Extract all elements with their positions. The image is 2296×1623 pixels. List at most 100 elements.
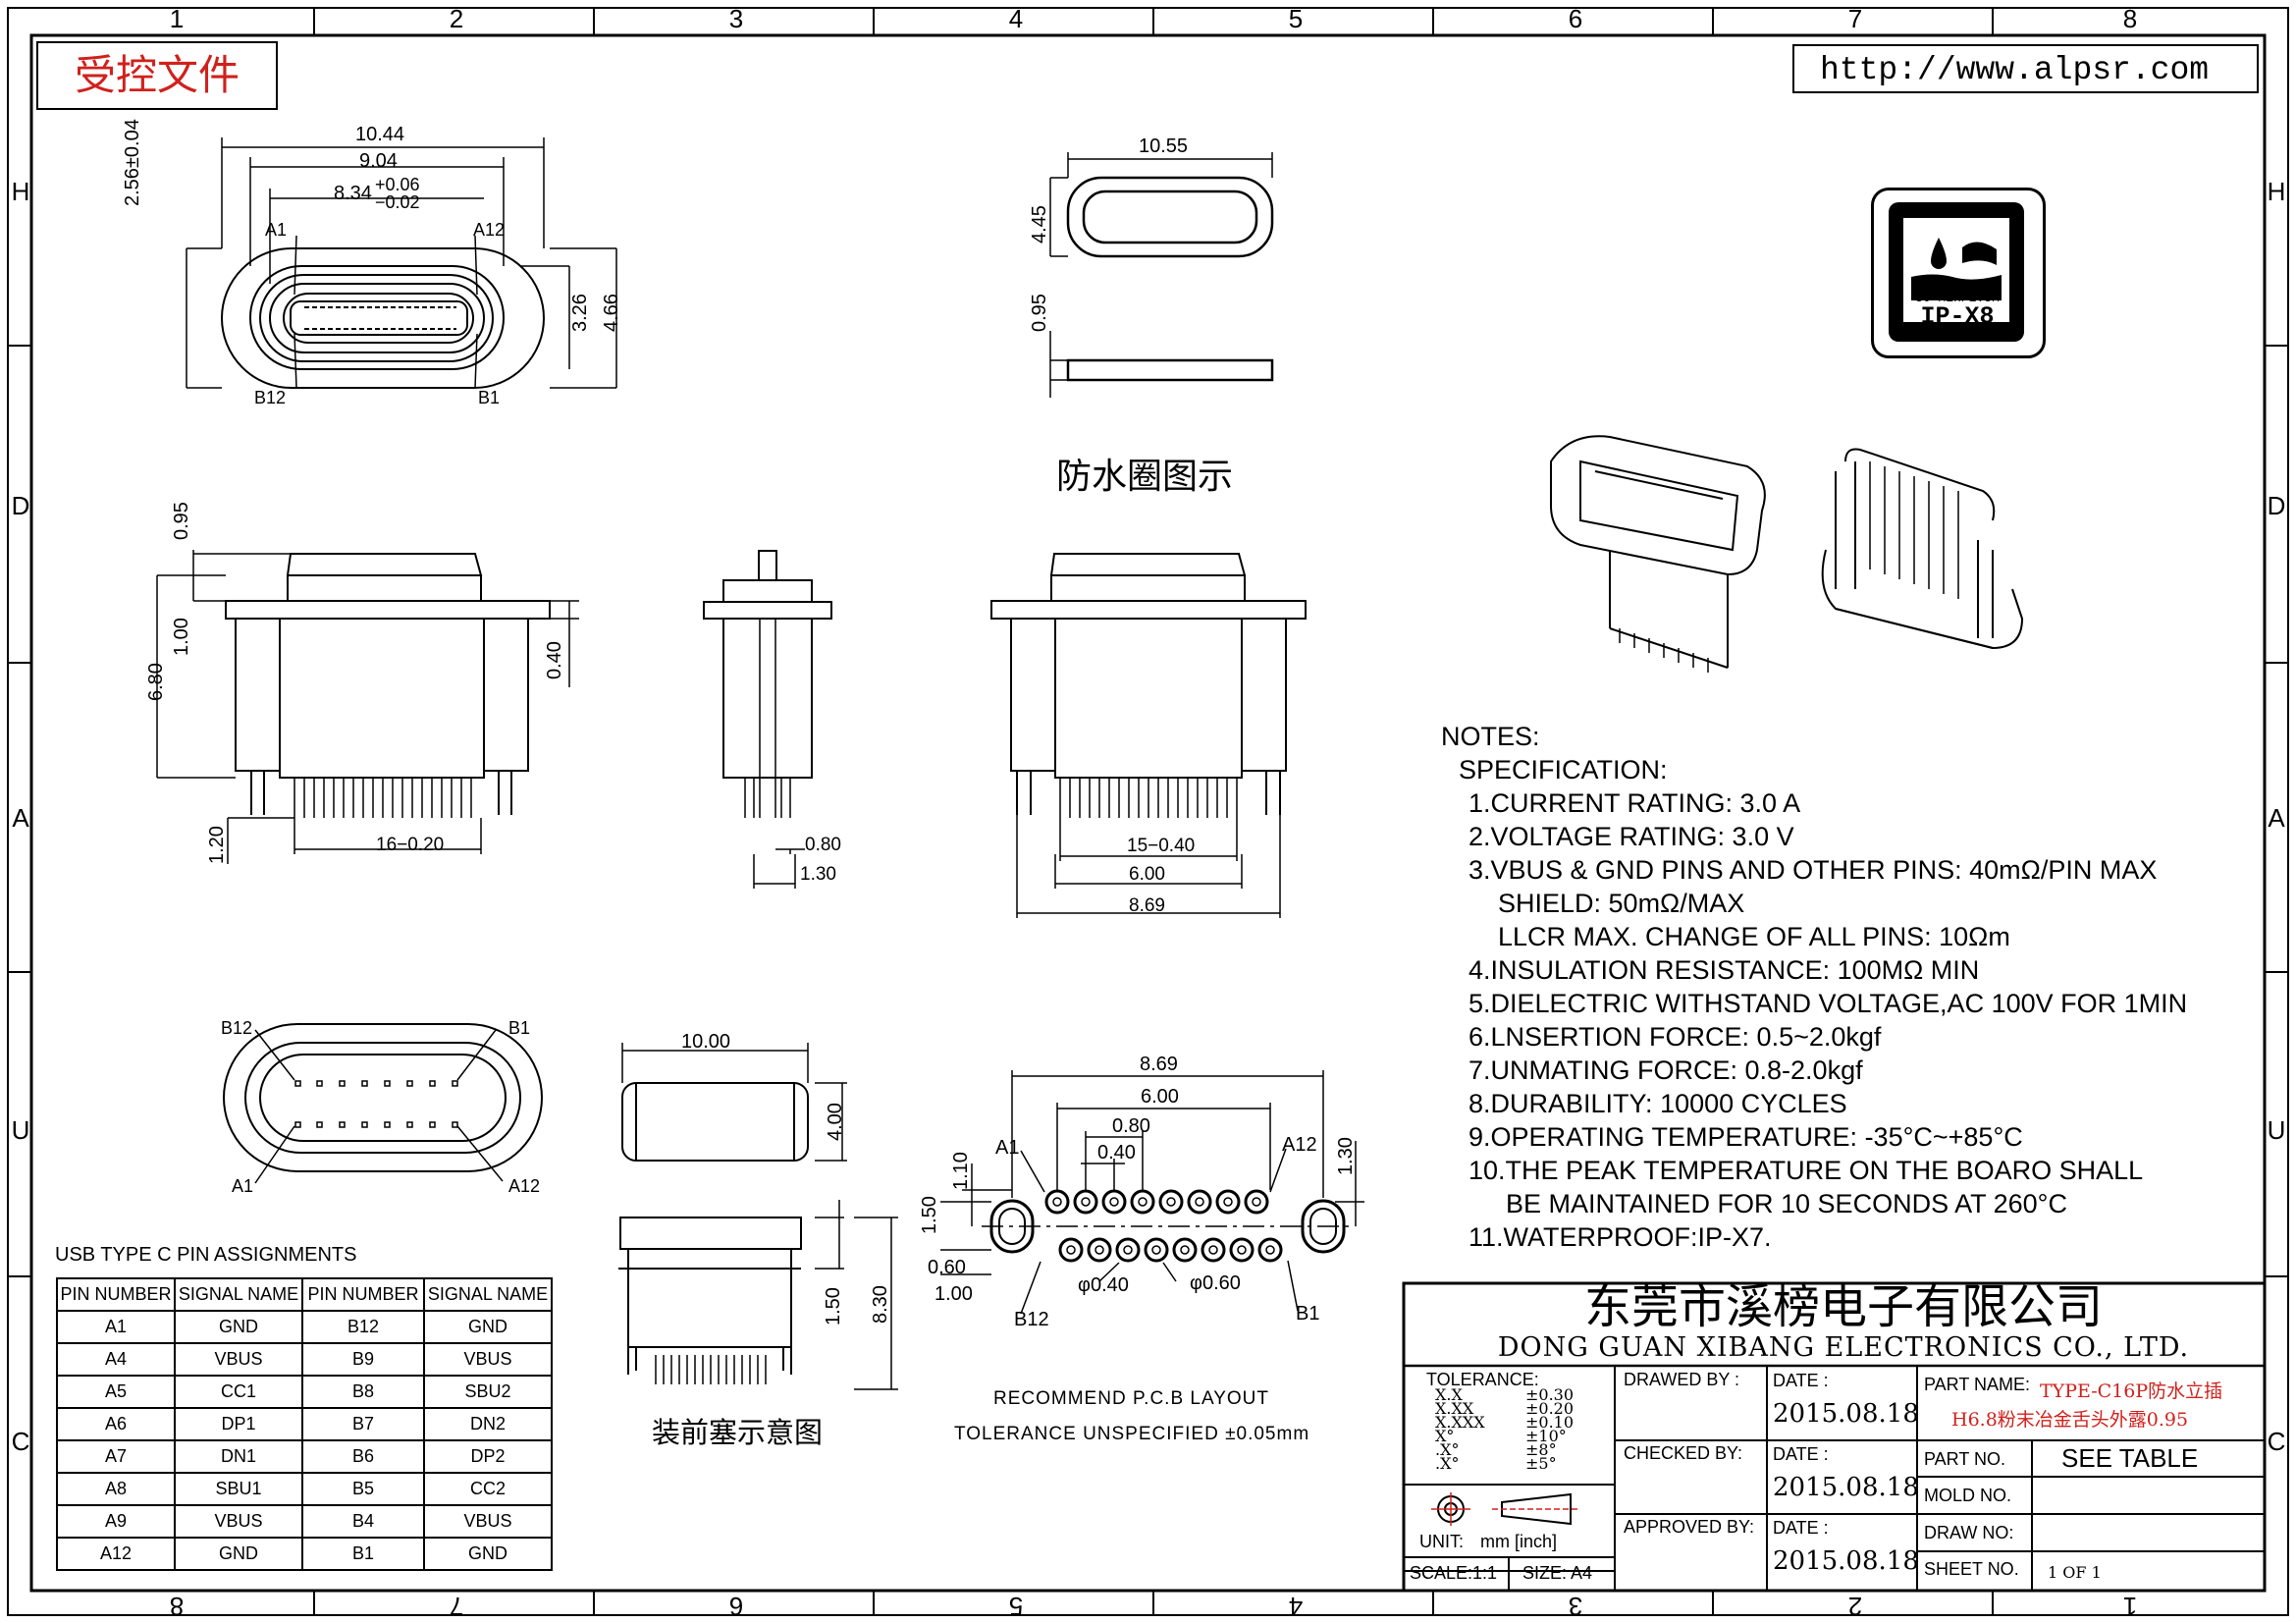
- drawn-date: 2015.08.18: [1773, 1399, 1919, 1429]
- table-cell: A4: [56, 1342, 176, 1377]
- note-item: 10.THE PEAK TEMPERATURE ON THE BOARO SHA…: [1468, 1156, 2144, 1185]
- dim-label: 4.66: [601, 294, 622, 332]
- tolerance-value: ±8°: [1525, 1440, 1557, 1459]
- pin-label: B12: [1014, 1309, 1049, 1330]
- table-cell: B4: [301, 1504, 425, 1539]
- tolerance-key: X°: [1435, 1427, 1455, 1445]
- dim-label: 10.44: [355, 124, 405, 145]
- table-cell: SBU2: [423, 1375, 553, 1409]
- part-name-line1: TYPE-C16P防水立插: [2040, 1380, 2223, 1402]
- column-header: PIN NUMBER: [301, 1277, 425, 1312]
- zone-label: D: [2267, 491, 2286, 520]
- zone-label: 7: [1847, 4, 1863, 33]
- dim-label: 2.56±0.04: [122, 119, 143, 206]
- date-label: DATE :: [1773, 1444, 1829, 1464]
- column-header: SIGNAL NAME: [174, 1277, 303, 1312]
- table-cell: VBUS: [174, 1504, 303, 1539]
- dim-label: 8.34: [334, 183, 372, 204]
- size-value: SIZE: A4: [1522, 1563, 1593, 1583]
- zone-label: 8: [169, 1592, 185, 1621]
- zone-label: 5: [1288, 4, 1304, 33]
- pin-label: A12: [508, 1176, 541, 1196]
- dim-label: 3.26: [569, 294, 591, 332]
- zone-label: 2: [449, 4, 464, 33]
- notes-title: NOTES:: [1441, 722, 1540, 751]
- pin-table-title: USB TYPE C PIN ASSIGNMENTS: [55, 1244, 357, 1266]
- unit-label: UNIT:: [1419, 1532, 1464, 1551]
- dim-label: 1.30: [800, 864, 836, 885]
- tolerance-value: ±5°: [1525, 1454, 1557, 1473]
- table-cell: A12: [56, 1537, 176, 1571]
- water-drop-icon: [1911, 238, 2002, 300]
- side-view-left: [156, 550, 579, 864]
- website-url[interactable]: http://www.alpsr.com: [1792, 44, 2259, 93]
- plug-view: [618, 1043, 898, 1390]
- dim-label: 1.30: [1335, 1137, 1357, 1175]
- pin-label: A12: [473, 220, 506, 240]
- dim-label: −0.02: [375, 192, 420, 212]
- dim-label: 1.10: [950, 1152, 972, 1190]
- table-cell: B5: [301, 1472, 425, 1506]
- tolerance-key: .X°: [1435, 1440, 1460, 1459]
- gasket-caption: 防水圈图示: [1056, 457, 1234, 497]
- part-name-line2: H6.8粉末冶金舌头外露0.95: [1951, 1409, 2189, 1431]
- note-item: 4.INSULATION RESISTANCE: 100MΩ MIN: [1468, 955, 1980, 985]
- date-label: DATE :: [1773, 1518, 1829, 1538]
- dim-label: 0.80: [1112, 1115, 1150, 1137]
- table-cell: A5: [56, 1375, 176, 1409]
- dim-label: 15−0.40: [1127, 836, 1196, 856]
- dim-label: 1.50: [919, 1196, 940, 1234]
- dim-label: 8.69: [1140, 1054, 1178, 1075]
- table-cell: B8: [301, 1375, 425, 1409]
- approved-by-label: APPROVED BY:: [1624, 1517, 1755, 1537]
- outer-border: [7, 7, 2289, 1616]
- gasket-view: [1049, 152, 1274, 398]
- part-no-label: PART NO.: [1924, 1449, 2006, 1469]
- table-cell: CC1: [174, 1375, 303, 1409]
- tolerance-key: .X°: [1435, 1454, 1460, 1473]
- tolerance-value: ±0.20: [1525, 1399, 1575, 1418]
- dim-label: +0.06: [375, 175, 420, 194]
- table-cell: DN1: [174, 1439, 303, 1474]
- table-cell: A9: [56, 1504, 176, 1539]
- side-view-mid: [703, 550, 832, 889]
- table-cell: A8: [56, 1472, 176, 1506]
- table-cell: B6: [301, 1439, 425, 1474]
- checked-date: 2015.08.18: [1773, 1473, 1919, 1502]
- zone-label: H: [2267, 177, 2286, 206]
- tolerance-label: TOLERANCE:: [1426, 1370, 1539, 1389]
- dim-label: φ0.40: [1078, 1274, 1129, 1296]
- table-cell: GND: [423, 1537, 553, 1571]
- table-cell: B1: [301, 1537, 425, 1571]
- table-cell: B12: [301, 1310, 425, 1344]
- table-header-row: PIN NUMBER SIGNAL NAME PIN NUMBER SIGNAL…: [56, 1277, 553, 1312]
- ip-badge-panel: [1903, 218, 2009, 322]
- checked-by-label: CHECKED BY:: [1624, 1443, 1743, 1463]
- dim-label: 0.60: [928, 1257, 966, 1278]
- table-cell: DN2: [423, 1407, 553, 1441]
- dim-label: 1.20: [206, 826, 228, 864]
- dim-label: 16−0.20: [376, 835, 445, 855]
- note-item: 7.UNMATING FORCE: 0.8-2.0kgf: [1468, 1055, 1863, 1085]
- dim-label: 4.00: [825, 1103, 846, 1141]
- zone-label: C: [2267, 1427, 2286, 1456]
- dim-label: 8.30: [870, 1285, 891, 1324]
- zone-label: 3: [1568, 1592, 1583, 1621]
- inner-border: [29, 33, 2267, 1593]
- zone-label: 6: [728, 1592, 744, 1621]
- dim-label: 0.80: [805, 835, 841, 855]
- dim-label: 4.45: [1029, 205, 1050, 243]
- tolerance-table: X.X±0.30 X.XX±0.20 X.XXX±0.10 X°±10° .X°…: [1435, 1387, 1575, 1473]
- note-item: 6.LNSERTION FORCE: 0.5~2.0kgf: [1468, 1022, 1882, 1052]
- table-cell: A1: [56, 1310, 176, 1344]
- zone-label: A: [2268, 803, 2285, 833]
- pin-assignment-table: PIN NUMBER SIGNAL NAME PIN NUMBER SIGNAL…: [56, 1277, 553, 1571]
- dim-label: 6.00: [1129, 864, 1165, 885]
- ip-badge-depth: 30 Min/1.5M: [1915, 291, 2000, 305]
